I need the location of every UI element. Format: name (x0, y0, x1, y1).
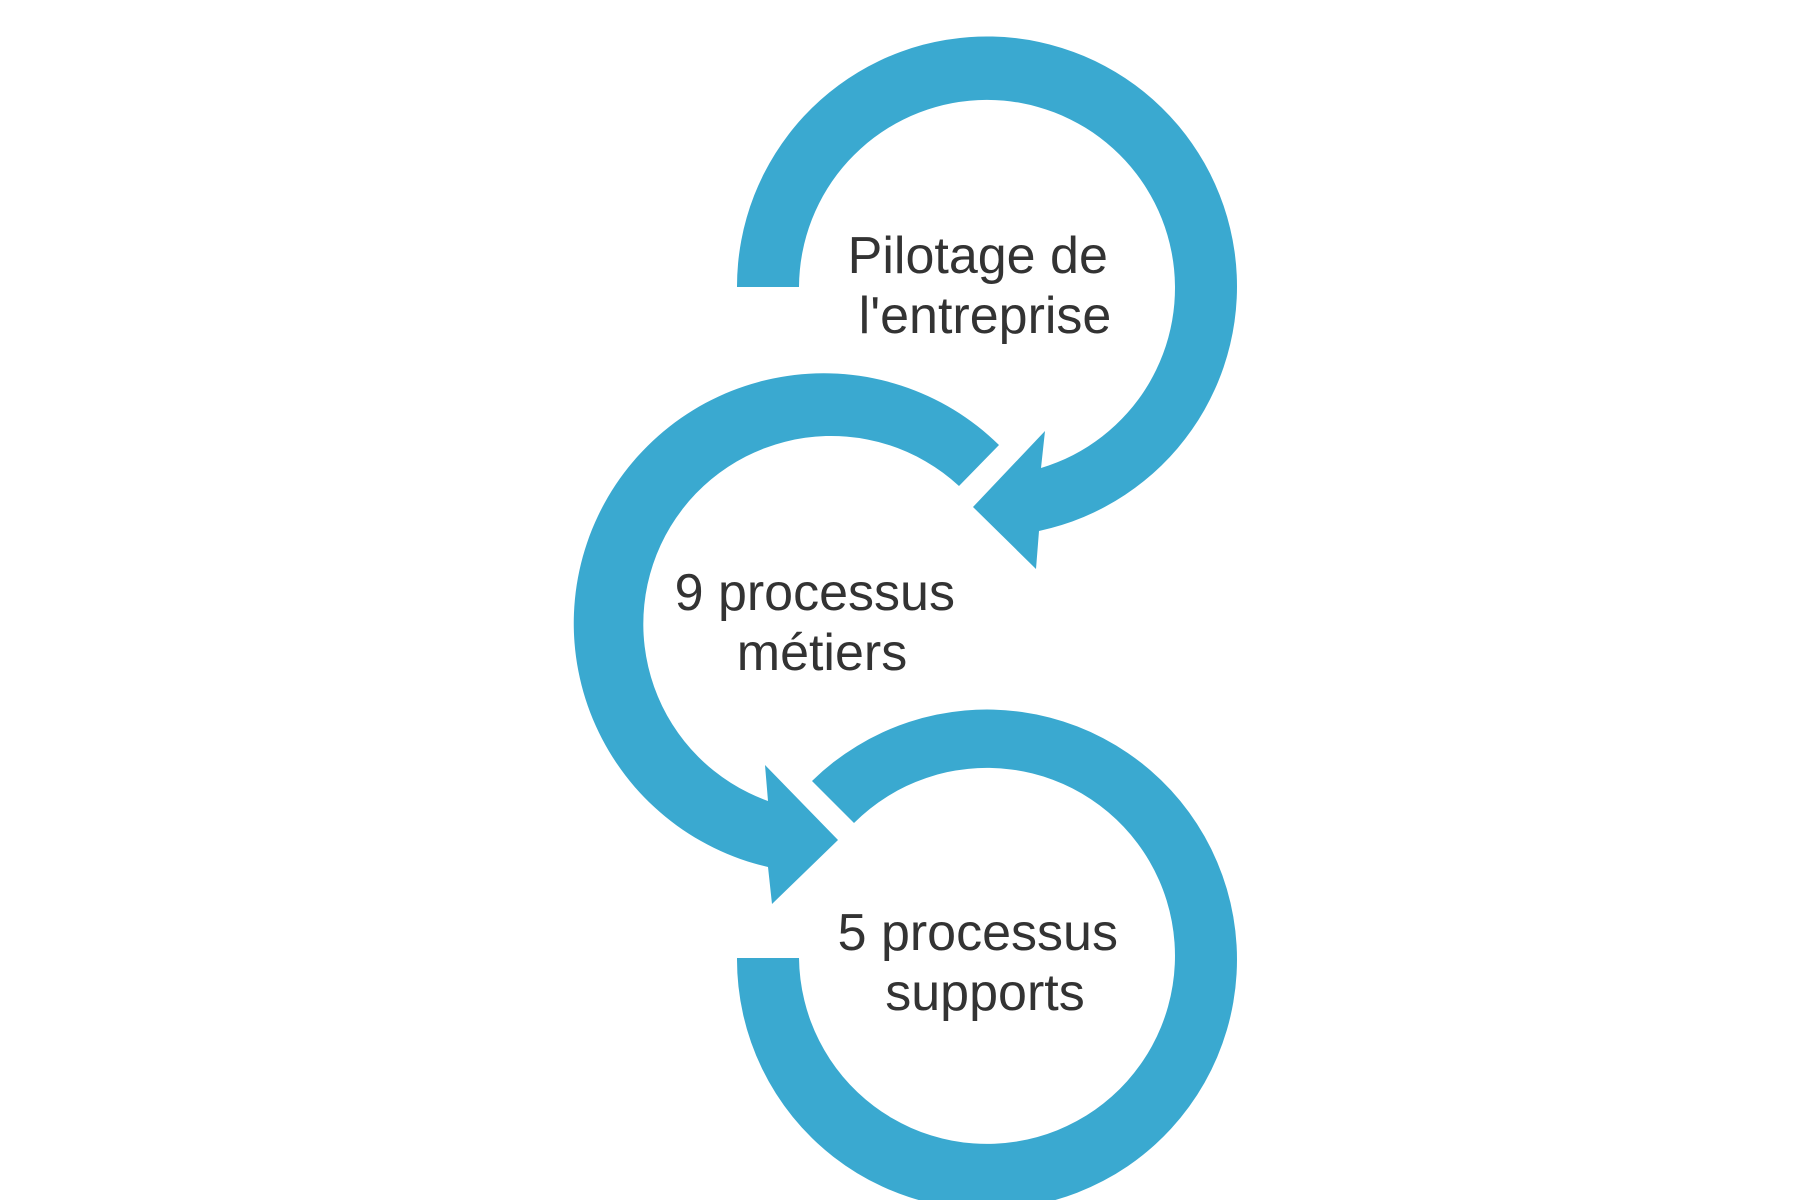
metiers-label-line2: métiers (737, 624, 907, 682)
pilotage-arrow-icon (736, 36, 1237, 569)
metiers-label-line1: 9 processus (675, 564, 955, 622)
supports-label: 5 processus supports (838, 904, 1133, 1022)
pilotage-label-line2: l'entreprise (859, 287, 1112, 345)
pilotage-label-line1: Pilotage de (848, 227, 1108, 285)
metiers-arrow-icon (573, 373, 999, 904)
metiers-label: 9 processus métiers (675, 564, 970, 682)
node-supports: 5 processus supports (736, 709, 1237, 1200)
supports-label-line1: 5 processus (838, 904, 1118, 962)
node-metiers: 9 processus métiers (573, 373, 999, 904)
pilotage-label: Pilotage de l'entreprise (848, 227, 1123, 345)
node-pilotage: Pilotage de l'entreprise (736, 36, 1237, 569)
supports-label-line2: supports (885, 964, 1084, 1022)
